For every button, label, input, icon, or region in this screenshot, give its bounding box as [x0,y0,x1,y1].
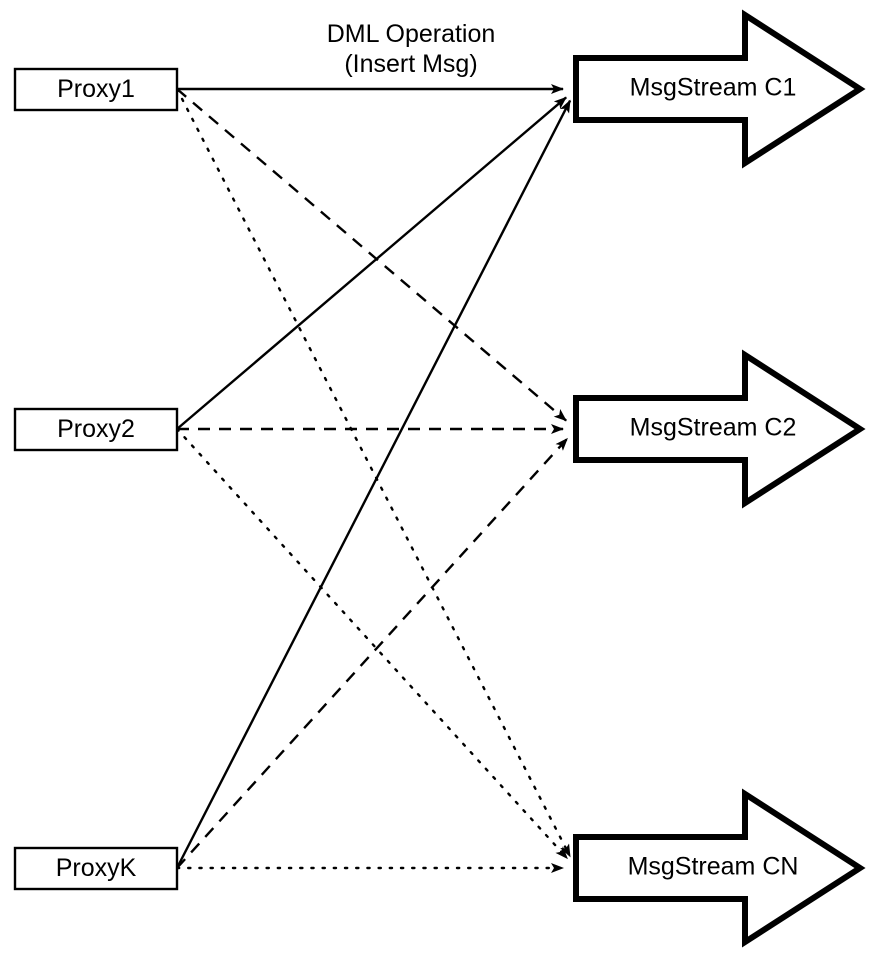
edge-line-dotted [175,427,569,860]
edge-line-dotted [175,87,572,858]
block-arrow-shape [573,349,866,509]
edge-proxy2-to-cn[interactable] [175,427,569,860]
edge-line-solid [175,99,572,869]
edge-proxy1-to-c2[interactable] [176,88,567,422]
annotation-dml-operation: DML Operation(Insert Msg) [327,20,496,78]
msgstream-2[interactable]: MsgStream C2 [573,349,866,509]
proxy-box [13,846,179,891]
streams-layer: MsgStream C1 MsgStream C2 MsgStream CN [573,9,866,948]
proxy-node-proxy2[interactable]: Proxy2 [13,407,179,452]
proxy-node-proxyk[interactable]: ProxyK [13,846,179,891]
proxy-label: Proxy1 [57,75,135,103]
annotations-layer: DML Operation(Insert Msg) [327,20,496,78]
edge-proxyk-to-c2[interactable] [176,437,569,869]
edges-layer [175,84,572,873]
annotation-line-2: (Insert Msg) [344,50,477,78]
proxy-box [13,67,179,112]
edge-line-dashed [176,437,569,869]
msgstream-label: MsgStream C1 [630,74,797,102]
block-arrow-shape [573,9,866,169]
edge-proxy1-to-cn[interactable] [175,87,572,858]
edge-line-dashed [176,88,567,422]
proxy-node-proxy1[interactable]: Proxy1 [13,67,179,112]
edge-line-solid [176,96,567,430]
block-arrow-shape [573,788,866,948]
edge-proxy2-to-c1[interactable] [176,96,567,430]
msgstream-label: MsgStream CN [628,853,799,881]
msgstream-label: MsgStream C2 [630,414,797,442]
proxy-label: Proxy2 [57,415,135,443]
msgstream-3[interactable]: MsgStream CN [573,788,866,948]
annotation-line-1: DML Operation [327,20,496,48]
edge-proxyk-to-c1[interactable] [175,99,572,869]
proxy-label: ProxyK [56,854,137,882]
proxy-box [13,407,179,452]
msgstream-1[interactable]: MsgStream C1 [573,9,866,169]
